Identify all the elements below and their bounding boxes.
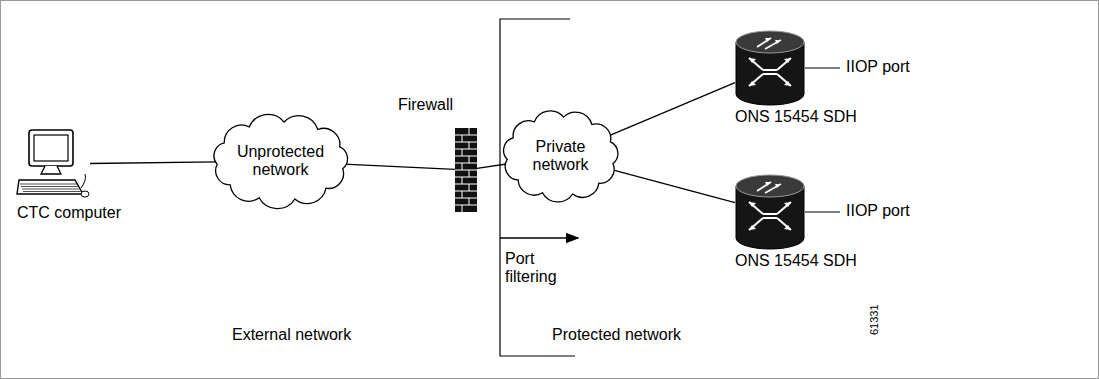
diagram-label: IIOP port	[846, 202, 910, 220]
network-link	[477, 164, 508, 169]
node-label: Private network	[503, 138, 618, 173]
firewall-icon: Firewall	[455, 128, 477, 212]
network-link	[90, 162, 217, 164]
firewall-icon-shape	[455, 128, 477, 212]
ons-node-shape	[735, 174, 805, 250]
figure-number: 61331	[868, 304, 881, 335]
node-label: CTC computer	[17, 204, 121, 222]
network-cloud: Unprotected network	[213, 118, 348, 204]
computer-icon: CTC computer	[15, 128, 90, 200]
node-label: Firewall	[398, 96, 453, 114]
network-link	[344, 164, 455, 169]
diagram-label: External network	[232, 326, 351, 344]
diagram-label: Protected network	[552, 326, 681, 344]
ons-node: ONS 15454 SDH	[735, 30, 805, 106]
ons-node: ONS 15454 SDH	[735, 174, 805, 250]
leader-line	[805, 67, 840, 68]
node-label: ONS 15454 SDH	[735, 252, 857, 270]
node-label: ONS 15454 SDH	[735, 108, 857, 126]
node-label: Unprotected network	[213, 143, 348, 178]
diagram-label: IIOP port	[846, 58, 910, 76]
network-cloud: Private network	[503, 113, 618, 199]
computer-icon-shape	[15, 128, 90, 200]
network-link	[611, 169, 735, 202]
leader-line	[805, 211, 840, 212]
port-filtering-arrow	[500, 237, 578, 239]
diagram-label: Port filtering	[505, 250, 585, 287]
network-link	[607, 83, 735, 137]
ons-node-shape	[735, 30, 805, 106]
